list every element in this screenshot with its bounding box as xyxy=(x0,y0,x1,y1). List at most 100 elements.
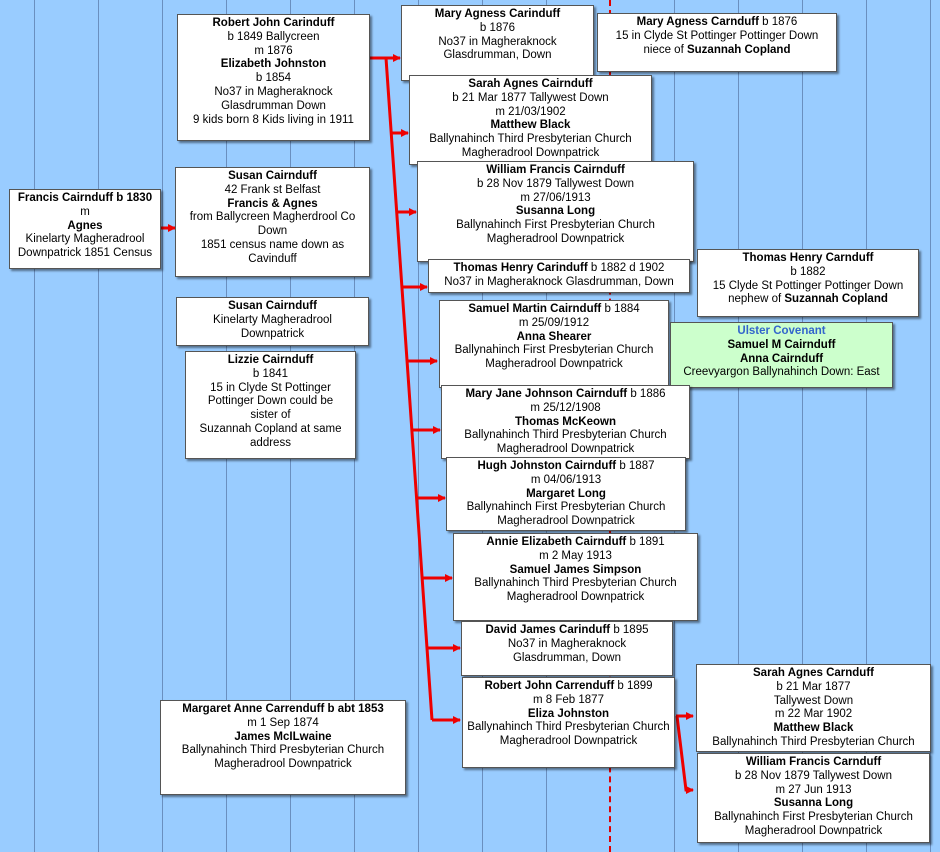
parents-names: Francis & Agnes xyxy=(227,197,318,210)
church-text: Ballynahinch Third Presbyterian Church xyxy=(712,735,915,748)
church-text: Ballynahinch First Presbyterian Church xyxy=(714,811,913,824)
person-box-thomas-henry-ref: Thomas Henry Carnduff b 1882 15 Clyde St… xyxy=(697,249,919,317)
church-text: Ballynahinch Third Presbyterian Church xyxy=(464,429,667,442)
church-text: Ballynahinch Third Presbyterian Church xyxy=(474,577,677,590)
birth-text: b 21 Mar 1877 Tallywest Down xyxy=(452,91,609,104)
person-name: Robert John Carrenduff xyxy=(484,680,615,692)
birth-text: b 1895 xyxy=(610,624,649,636)
ulster-covenant-box: Ulster Covenant Samuel M Cairnduff Anna … xyxy=(670,322,893,388)
person-box-lizzie-cairnduff: Lizzie Cairnduff b 1841 15 in Clyde St P… xyxy=(185,351,356,459)
person-name: Francis Cairnduff b 1830 xyxy=(17,192,153,204)
address-text: Creevyargon Ballynahinch Down: East xyxy=(683,366,880,379)
marriage-text: m 27 Jun 1913 xyxy=(775,783,852,796)
person-box-margaret-anne: Margaret Anne Carrenduff b abt 1853 m 1 … xyxy=(160,700,406,795)
person-heading: Mary Jane Johnson Cairnduff b 1886 xyxy=(445,388,686,402)
person-name: Margaret Anne Carrenduff b abt 1853 xyxy=(182,703,384,715)
person-box-annie-elizabeth: Annie Elizabeth Cairnduff b 1891 m 2 May… xyxy=(453,533,698,621)
person-box-robert-john-1849: Robert John Carinduff b 1849 Ballycreen … xyxy=(177,14,370,141)
grid-line xyxy=(162,0,163,852)
detail-text: Glasdrumman, Down xyxy=(443,49,552,62)
birth-text: b 1882 xyxy=(790,265,826,278)
person-name: Sarah Agnes Carnduff xyxy=(753,667,874,679)
detail-text: No37 in Magheraknock xyxy=(438,35,557,48)
spouse-name: Margaret Long xyxy=(526,487,606,500)
signatory-name: Anna Cairnduff xyxy=(739,352,824,365)
person-heading: Robert John Carrenduff b 1899 xyxy=(466,680,671,694)
person-name: Mary Agness Carinduff xyxy=(434,8,561,20)
church-text: Ballynahinch First Presbyterian Church xyxy=(456,219,655,232)
person-box-sarah-agnes: Sarah Agnes Cairnduff b 21 Mar 1877 Tall… xyxy=(409,75,652,165)
person-name: Mary Jane Johnson Cairnduff xyxy=(465,388,628,400)
detail-text: 9 kids born 8 Kids living in 1911 xyxy=(193,113,354,126)
person-box-hugh: Hugh Johnston Cairnduff b 1887 m 04/06/1… xyxy=(446,457,686,531)
person-name: Susan Cairnduff xyxy=(228,170,317,182)
marriage-text: m 8 Feb 1877 xyxy=(533,693,604,706)
grid-line xyxy=(930,0,931,852)
relation-text: niece of Suzannah Copland xyxy=(601,44,833,58)
marriage-text: m 2 May 1913 xyxy=(539,549,612,562)
spouse-name: Agnes xyxy=(67,219,103,232)
place-text: Tallywest Down xyxy=(773,694,854,707)
person-box-mary-jane: Mary Jane Johnson Cairnduff b 1886 m 25/… xyxy=(441,385,690,459)
person-box-william-francis-ref: William Francis Carnduff b 28 Nov 1879 T… xyxy=(697,753,930,843)
place-text: Magheradrool Downpatrick xyxy=(496,443,635,456)
detail-text: 15 in Clyde St Pottinger Pottinger Down … xyxy=(207,381,334,422)
spouse-name: Matthew Black xyxy=(490,119,571,132)
person-box-samuel-martin: Samuel Martin Cairnduff b 1884 m 25/09/1… xyxy=(439,300,669,388)
spouse-name: Susanna Long xyxy=(515,205,596,218)
spouse-name: Matthew Black xyxy=(773,722,854,735)
spouse-name: James McILwaine xyxy=(234,730,332,743)
detail-text: b 1849 Ballycreen xyxy=(227,30,320,43)
relative-name: Suzannah Copland xyxy=(686,43,791,56)
church-text: Ballynahinch First Presbyterian Church xyxy=(454,344,654,357)
person-name: Susan Cairnduff xyxy=(228,300,317,312)
spouse-name: Thomas McKeown xyxy=(515,415,616,428)
person-box-susan-kinelarty: Susan Cairnduff Kinelarty Magheradrool D… xyxy=(176,297,369,346)
place-text: Magheradrool Downpatrick xyxy=(506,591,645,604)
person-heading: David James Carinduff b 1895 xyxy=(465,624,669,638)
birth-text: b 1884 xyxy=(601,303,640,315)
church-text: Ballynahinch Third Presbyterian Church xyxy=(181,744,385,757)
relation-text: nephew of Suzannah Copland xyxy=(701,293,915,307)
person-name: Robert John Carinduff xyxy=(212,17,335,29)
address-text: No37 in Magheraknock xyxy=(507,637,627,650)
marriage-text: m 25/12/1908 xyxy=(530,401,601,414)
detail-text: 1851 census name down as Cavinduff xyxy=(200,238,345,265)
person-heading: Samuel Martin Cairnduff b 1884 xyxy=(443,303,665,317)
person-name: Lizzie Cairnduff xyxy=(227,354,314,366)
birth-text: b 1887 xyxy=(616,460,655,472)
person-name: Hugh Johnston Cairnduff xyxy=(477,460,617,472)
person-name: Thomas Henry Carnduff xyxy=(742,252,874,264)
person-name: Samuel Martin Cairnduff xyxy=(468,303,602,315)
marriage-text: m 27/06/1913 xyxy=(520,191,591,204)
detail-text: 42 Frank st Belfast xyxy=(224,183,321,196)
detail-text: b 1876 xyxy=(479,21,516,34)
relative-name: Suzannah Copland xyxy=(784,293,888,306)
place-text: Magheradrool Downpatrick xyxy=(497,515,635,528)
marriage-text: m 1 Sep 1874 xyxy=(247,716,319,729)
place-text: Magheradrool Downpatrick xyxy=(485,358,623,371)
place-text: Magheradrool Downpatrick xyxy=(461,146,600,159)
person-name: Thomas Henry Carinduff xyxy=(453,262,588,274)
church-text: Ballynahinch First Presbyterian Church xyxy=(466,501,666,514)
detail-text: Glasdrumman Down xyxy=(221,99,326,112)
grid-line xyxy=(34,0,35,852)
person-name: William Francis Cairnduff xyxy=(486,164,625,176)
grid-line xyxy=(802,0,803,852)
grid-line xyxy=(866,0,867,852)
church-text: Ballynahinch Third Presbyterian Church xyxy=(467,721,670,734)
place-text: Magheradrool Downpatrick xyxy=(214,758,352,771)
birth-text: b 1876 xyxy=(758,16,798,28)
detail-text: No37 in Magheraknock xyxy=(214,85,333,98)
marriage-text: m 21/03/1902 xyxy=(495,105,566,118)
grid-line xyxy=(418,0,419,852)
person-name: David James Carinduff xyxy=(485,624,611,636)
birth-text: b 1882 d 1902 xyxy=(587,262,665,274)
spouse-name: Susanna Long xyxy=(773,797,854,810)
spouse-name: Elizabeth Johnston xyxy=(220,58,327,71)
address-text: 15 in Clyde St Pottinger Pottinger Down xyxy=(615,29,819,42)
detail-text: Suzannah Copland at same address xyxy=(199,422,342,449)
connector-william-francis-ref xyxy=(675,715,694,794)
birth-text: b 1891 xyxy=(626,536,665,548)
